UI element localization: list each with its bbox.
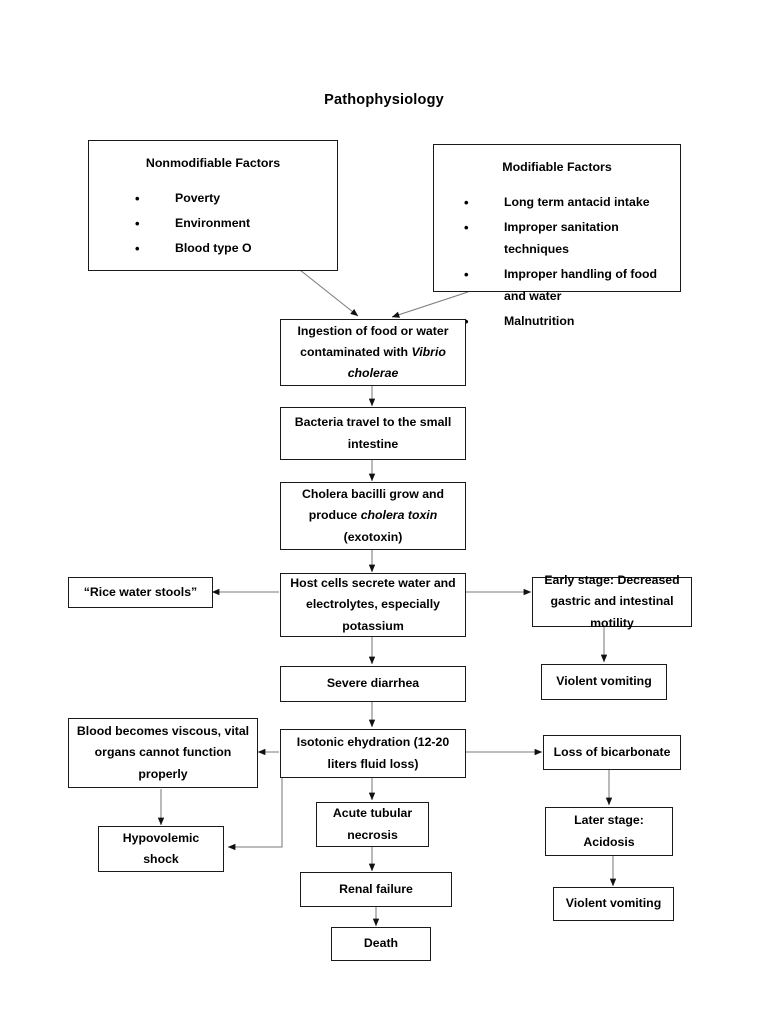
node-ingestion: Ingestion of food or water contaminated …: [280, 319, 466, 386]
list-item: Poverty: [135, 187, 337, 210]
node-violent-vomiting-late-text: Violent vomiting: [565, 896, 662, 911]
list-item: Blood type O: [135, 237, 337, 260]
modifiable-factors-box: Modifiable Factors Long term antacid int…: [433, 144, 681, 333]
nonmodifiable-factors-list: Poverty Environment Blood type O: [89, 187, 337, 260]
edge-nonmodifiable-to-ingestion: [299, 269, 359, 317]
node-death-text: Death: [363, 936, 399, 951]
node-blood-viscous-text: Blood becomes viscous, vital organs cann…: [76, 724, 250, 781]
node-violent-vomiting-early-text: Violent vomiting: [556, 674, 652, 689]
page-title: Pathophysiology: [324, 92, 444, 108]
node-later-stage-text: Later stage: Acidosis: [574, 813, 644, 849]
node-host-cells: Host cells secrete water and electrolyte…: [280, 573, 466, 637]
modifiable-factors-heading: Modifiable Factors: [502, 160, 612, 174]
node-renal-failure: Renal failure: [300, 872, 452, 907]
modifiable-factors-list: Long term antacid intake Improper sanita…: [434, 191, 680, 333]
node-ingestion-text: Ingestion of food or water contaminated …: [297, 323, 449, 381]
node-isotonic-dehydration-text: Isotonic ehydration (12-20 liters fluid …: [296, 735, 450, 771]
node-severe-diarrhea: Severe diarrhea: [280, 666, 466, 702]
node-renal-failure-text: Renal failure: [339, 881, 413, 896]
list-item: Malnutrition: [464, 310, 680, 333]
node-later-stage: Later stage: Acidosis: [545, 807, 673, 856]
node-acute-tubular-necrosis-text: Acute tubular necrosis: [332, 806, 413, 842]
node-early-stage-text: Early stage: Decreased gastric and intes…: [544, 573, 680, 630]
list-item: Environment: [135, 212, 337, 235]
node-hypovolemic-shock-text: Hypovolemic shock: [122, 830, 200, 866]
node-cholera-bacilli-text: Cholera bacilli grow and produce cholera…: [301, 487, 445, 544]
node-death: Death: [331, 927, 431, 961]
node-bacteria-travel: Bacteria travel to the small intestine: [280, 407, 466, 460]
node-violent-vomiting-early: Violent vomiting: [541, 664, 667, 700]
nonmodifiable-factors-box: Nonmodifiable Factors Poverty Environmen…: [88, 140, 338, 271]
node-loss-of-bicarbonate: Loss of bicarbonate: [543, 735, 681, 770]
node-loss-of-bicarbonate-text: Loss of bicarbonate: [553, 744, 671, 759]
list-item: Improper sanitation techniques: [464, 216, 680, 261]
list-item: Improper handling of food and water: [464, 263, 680, 308]
edge-isotonic-to-hypovolemic: [227, 778, 283, 851]
node-violent-vomiting-late: Violent vomiting: [553, 887, 674, 921]
node-acute-tubular-necrosis: Acute tubular necrosis: [316, 802, 429, 847]
nonmodifiable-factors-heading: Nonmodifiable Factors: [145, 156, 281, 170]
node-rice-water-stools-text: “Rice water stools”: [83, 584, 198, 599]
node-bacteria-travel-text: Bacteria travel to the small intestine: [294, 415, 452, 451]
node-early-stage: Early stage: Decreased gastric and intes…: [532, 573, 692, 630]
node-isotonic-dehydration: Isotonic ehydration (12-20 liters fluid …: [280, 729, 466, 778]
node-cholera-bacilli: Cholera bacilli grow and produce cholera…: [280, 482, 466, 550]
node-blood-viscous: Blood becomes viscous, vital organs cann…: [68, 718, 258, 788]
node-rice-water-stools: “Rice water stools”: [68, 577, 213, 608]
node-severe-diarrhea-text: Severe diarrhea: [326, 676, 420, 691]
node-hypovolemic-shock: Hypovolemic shock: [98, 826, 224, 872]
node-host-cells-text: Host cells secrete water and electrolyte…: [290, 576, 456, 633]
list-item: Long term antacid intake: [464, 191, 680, 214]
